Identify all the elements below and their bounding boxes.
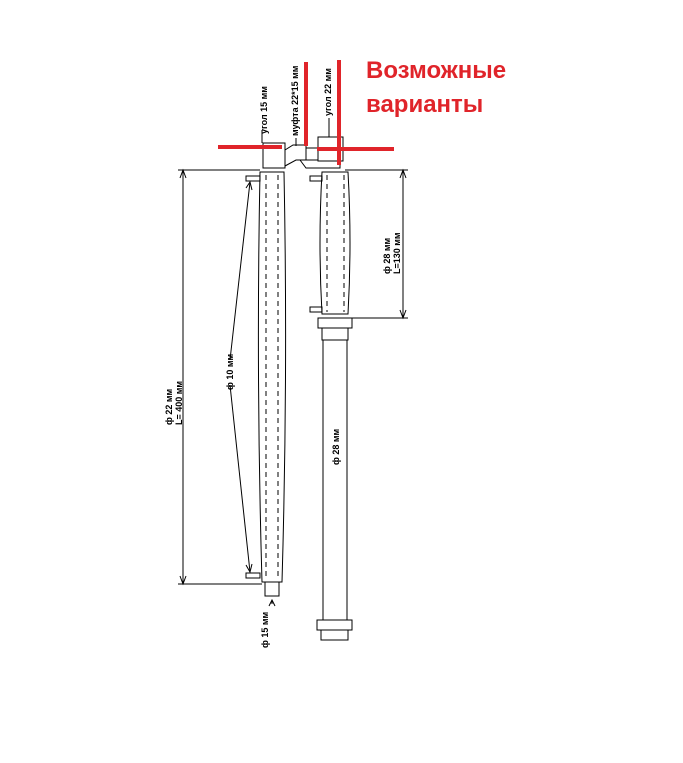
title-line-1: Возможные xyxy=(366,57,506,84)
pipe-28-short xyxy=(319,171,351,315)
tab-right-top xyxy=(309,175,323,182)
label-angle22: угол 22 мм xyxy=(323,68,333,116)
angle-fitting-15 xyxy=(262,142,286,169)
coupling-22x15 xyxy=(284,144,307,167)
label-d10: ф 10 мм xyxy=(225,353,235,390)
label-angle15: угол 15 мм xyxy=(259,86,269,134)
label-d15: ф 15 мм xyxy=(260,611,270,648)
label-d28-130-b: L=130 мм xyxy=(392,232,402,274)
pipe-22 xyxy=(257,171,287,583)
label-d28-130-a: ф 28 мм xyxy=(382,237,392,274)
label-coupling: муфта 22*15 мм xyxy=(290,65,300,136)
band-bottom xyxy=(316,619,353,631)
band-top xyxy=(317,317,353,329)
label-d22-400-a: ф 22 мм xyxy=(164,388,174,425)
tab-bottom xyxy=(245,572,261,579)
label-d22-400-b: L= 400 мм xyxy=(174,381,184,425)
outlet-15 xyxy=(264,581,280,597)
tab-top xyxy=(245,175,261,182)
label-d28: ф 28 мм xyxy=(331,428,341,465)
title-line-2: варианты xyxy=(366,91,483,118)
